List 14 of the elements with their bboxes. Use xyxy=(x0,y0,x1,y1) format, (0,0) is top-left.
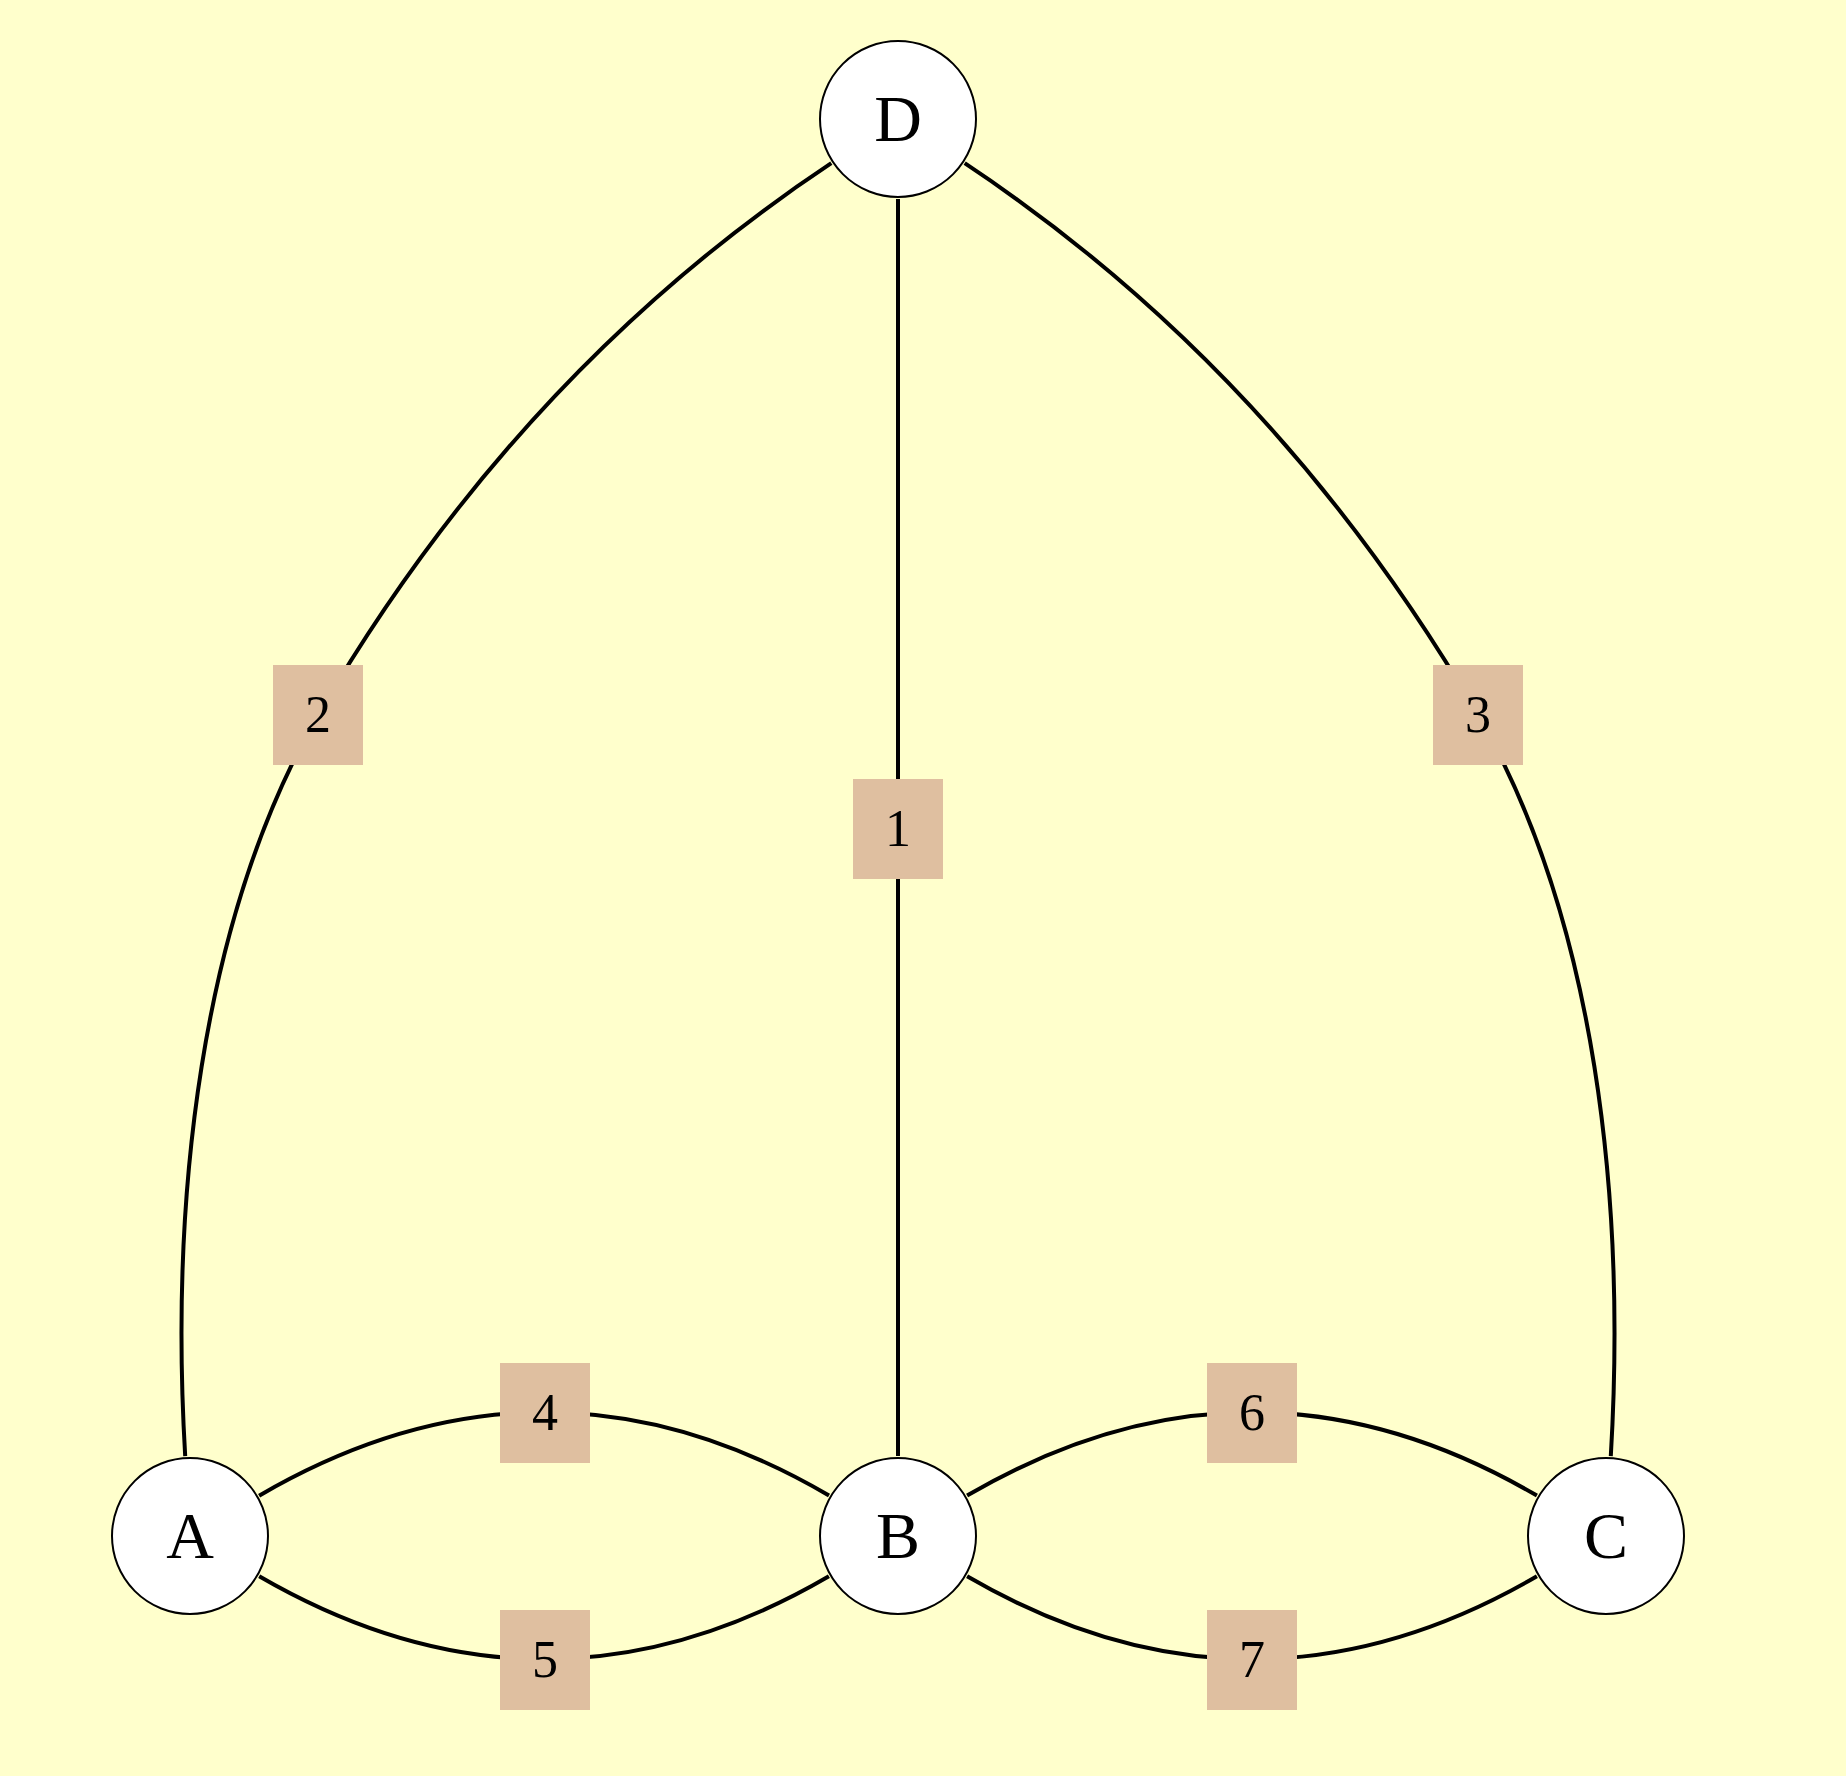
edge-label: 6 xyxy=(1207,1363,1297,1463)
edge-label: 5 xyxy=(500,1610,590,1710)
node-label: A xyxy=(166,1503,214,1569)
node-label: C xyxy=(1584,1503,1628,1569)
edge-line xyxy=(179,161,833,1457)
edge-line xyxy=(963,161,1617,1457)
edge-label: 2 xyxy=(273,665,363,765)
node-label: D xyxy=(874,86,922,152)
edge-label: 7 xyxy=(1207,1610,1297,1710)
edge-label: 1 xyxy=(853,779,943,879)
edge-label: 3 xyxy=(1433,665,1523,765)
edge-label: 4 xyxy=(500,1363,590,1463)
node-label: B xyxy=(876,1503,920,1569)
edge-line xyxy=(896,199,900,1456)
